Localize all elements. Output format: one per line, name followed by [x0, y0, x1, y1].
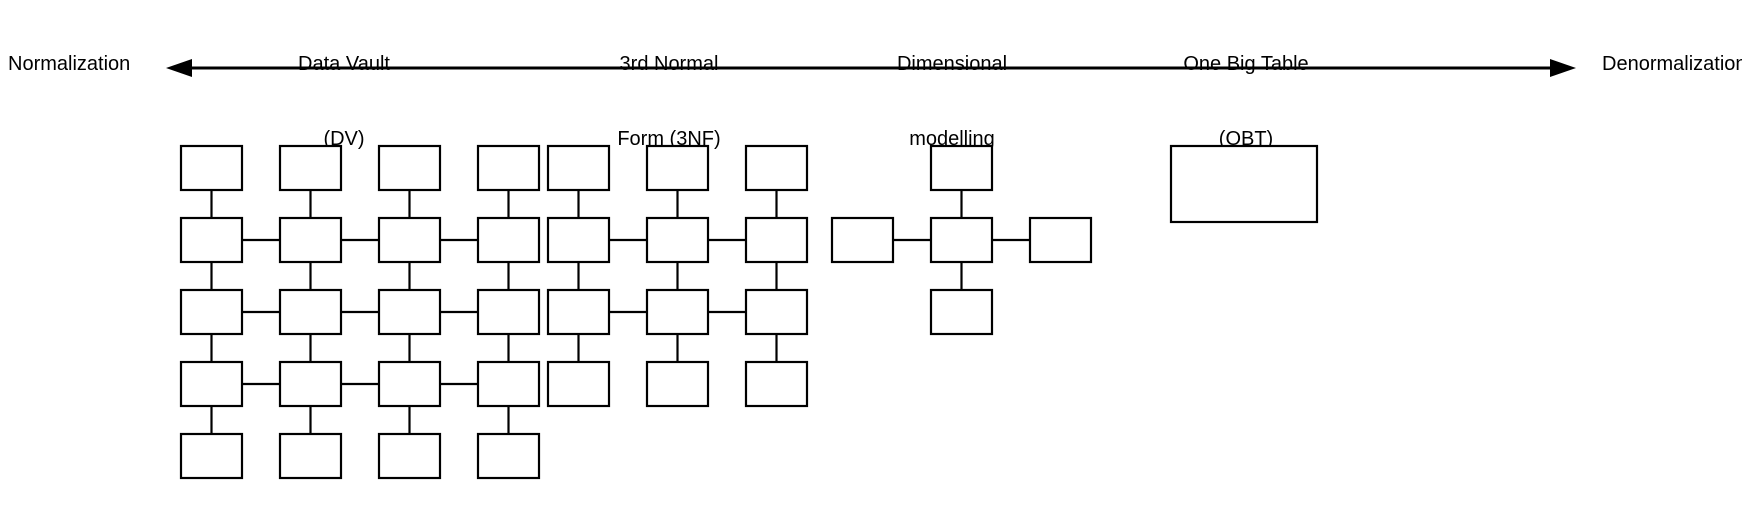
data-vault-node: [179, 216, 244, 264]
stage-caption-line2: modelling: [909, 128, 995, 150]
axis-arrowhead-right: [1550, 59, 1576, 77]
data-vault-node: [179, 360, 244, 408]
third-normal-form-node: [744, 144, 809, 192]
third-normal-form-node: [645, 360, 710, 408]
data-vault-node: [179, 432, 244, 480]
third-normal-form-node: [744, 288, 809, 336]
third-normal-form-node: [744, 216, 809, 264]
third-normal-form-node: [645, 216, 710, 264]
data-vault-node: [179, 144, 244, 192]
data-vault-node: [476, 216, 541, 264]
data-vault-node: [476, 144, 541, 192]
data-vault-node: [377, 432, 442, 480]
dimensional-node-north: [929, 144, 994, 192]
third-normal-form-node: [546, 216, 611, 264]
third-normal-form-node: [546, 360, 611, 408]
dimensional-node-west: [830, 216, 895, 264]
stage-caption-line2: (OBT): [1218, 128, 1274, 150]
data-vault-node: [278, 432, 343, 480]
stage-caption-line2: (DV): [323, 128, 365, 150]
data-vault-node: [278, 288, 343, 336]
data-vault-node: [278, 144, 343, 192]
third-normal-form-node: [744, 360, 809, 408]
data-vault-node: [377, 216, 442, 264]
data-vault-node: [476, 288, 541, 336]
data-vault-node: [377, 288, 442, 336]
dimensional-node-east: [1028, 216, 1093, 264]
axis-label-normalization: Normalization: [8, 53, 131, 75]
axis-arrowhead-left: [166, 59, 192, 77]
dimensional-node-south: [929, 288, 994, 336]
axis-label-denormalization: Denormalization: [1602, 53, 1742, 75]
third-normal-form-node: [546, 144, 611, 192]
third-normal-form-node: [645, 144, 710, 192]
one-big-table-node: [1169, 144, 1319, 224]
stage-caption-line2: Form (3NF): [617, 128, 721, 150]
data-vault-node: [377, 144, 442, 192]
third-normal-form-node: [645, 288, 710, 336]
data-vault-node: [179, 288, 244, 336]
data-vault-node: [377, 360, 442, 408]
data-vault-node: [476, 360, 541, 408]
third-normal-form-node: [546, 288, 611, 336]
data-vault-node: [476, 432, 541, 480]
data-vault-node: [278, 216, 343, 264]
dimensional-node-fact: [929, 216, 994, 264]
data-vault-node: [278, 360, 343, 408]
